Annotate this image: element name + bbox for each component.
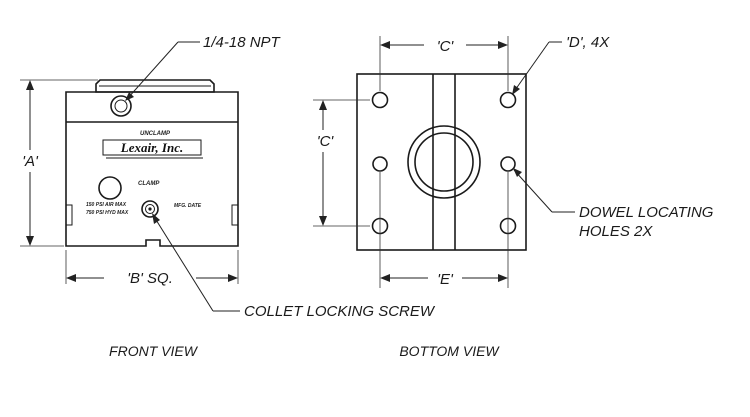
npt-leader <box>126 41 179 100</box>
logo-plate <box>102 139 202 156</box>
center-bore-inner <box>414 132 474 192</box>
collet-screw-center <box>148 207 152 211</box>
mount-hole-top-left <box>371 91 389 109</box>
dim-c-top: 'C' <box>379 36 509 91</box>
dim-d-label: 'D', 4X <box>566 34 610 51</box>
dim-e-label: 'E' <box>437 271 454 288</box>
mount-hole-top-right <box>499 91 517 109</box>
dim-c-side-arrow-bottom <box>319 216 327 226</box>
dim-a-arrow-bottom <box>26 236 34 246</box>
collet-screw-inner <box>145 204 155 214</box>
bottom-plate <box>356 73 527 251</box>
dim-d-arrow <box>512 85 520 95</box>
front-left-slot <box>65 204 73 226</box>
dim-c-side-label: 'C' <box>317 133 335 150</box>
npt-callout: 1/4-18 NPT <box>125 34 282 101</box>
dowel-hole-left <box>372 156 388 172</box>
dim-b-label: 'B' SQ. <box>127 270 173 287</box>
clamp-port <box>98 176 122 200</box>
dowel-hole-right <box>500 156 516 172</box>
dim-d-callout: 'D', 4X <box>512 34 610 95</box>
dim-d-leader <box>512 41 550 94</box>
lexair-logo: Lexair, Inc. <box>120 140 183 155</box>
unclamp-marking: UNCLAMP <box>140 131 171 137</box>
dim-c-side-arrow-top <box>319 100 327 110</box>
dim-c-side: 'C' <box>313 99 370 227</box>
dim-c-top-label: 'C' <box>437 38 455 55</box>
dim-e: 'E' <box>379 172 509 288</box>
npt-arrow <box>125 92 134 101</box>
npt-port <box>110 95 132 117</box>
collet-callout: COLLET LOCKING SCREW <box>152 213 436 320</box>
mfg-date-marking: MFG. DATE <box>174 203 202 209</box>
front-right-slot <box>231 204 239 226</box>
front-view: UNCLAMP Lexair, Inc. CLAMP 150 PSI AIR M… <box>65 79 239 247</box>
dim-e-arrow-left <box>380 274 390 282</box>
dim-c-top-arrow-left <box>380 41 390 49</box>
dim-a-label: 'A' <box>22 153 39 170</box>
dowel-label-line1: DOWEL LOCATING <box>579 204 714 221</box>
center-bore-outer <box>407 125 481 199</box>
air-max-marking: 150 PSI AIR MAX <box>86 202 127 208</box>
dowel-arrow <box>513 168 522 177</box>
collet-leader <box>152 214 214 312</box>
front-view-title: FRONT VIEW <box>109 343 199 359</box>
collet-arrow <box>152 213 160 224</box>
dim-b-arrow-left <box>66 274 76 282</box>
dowel-callout: DOWEL LOCATING HOLES 2X <box>513 168 714 240</box>
dim-a-arrow-top <box>26 80 34 90</box>
dim-b-arrow-right <box>228 274 238 282</box>
front-body <box>65 91 239 247</box>
dim-e-arrow-right <box>498 274 508 282</box>
dowel-leader <box>513 169 553 213</box>
clamp-marking: CLAMP <box>138 181 160 187</box>
dim-a: 'A' <box>20 79 98 247</box>
dowel-label-line2: HOLES 2X <box>579 223 653 240</box>
dim-b: 'B' SQ. <box>65 250 239 287</box>
collet-screw <box>141 200 159 218</box>
bottom-view-title: BOTTOM VIEW <box>399 343 500 359</box>
collet-label: COLLET LOCKING SCREW <box>244 303 436 320</box>
bottom-view <box>356 73 527 251</box>
npt-label: 1/4-18 NPT <box>203 34 282 51</box>
npt-port-inner <box>114 99 128 113</box>
hyd-max-marking: 750 PSI HYD MAX <box>86 210 129 216</box>
dim-c-top-arrow-right <box>498 41 508 49</box>
